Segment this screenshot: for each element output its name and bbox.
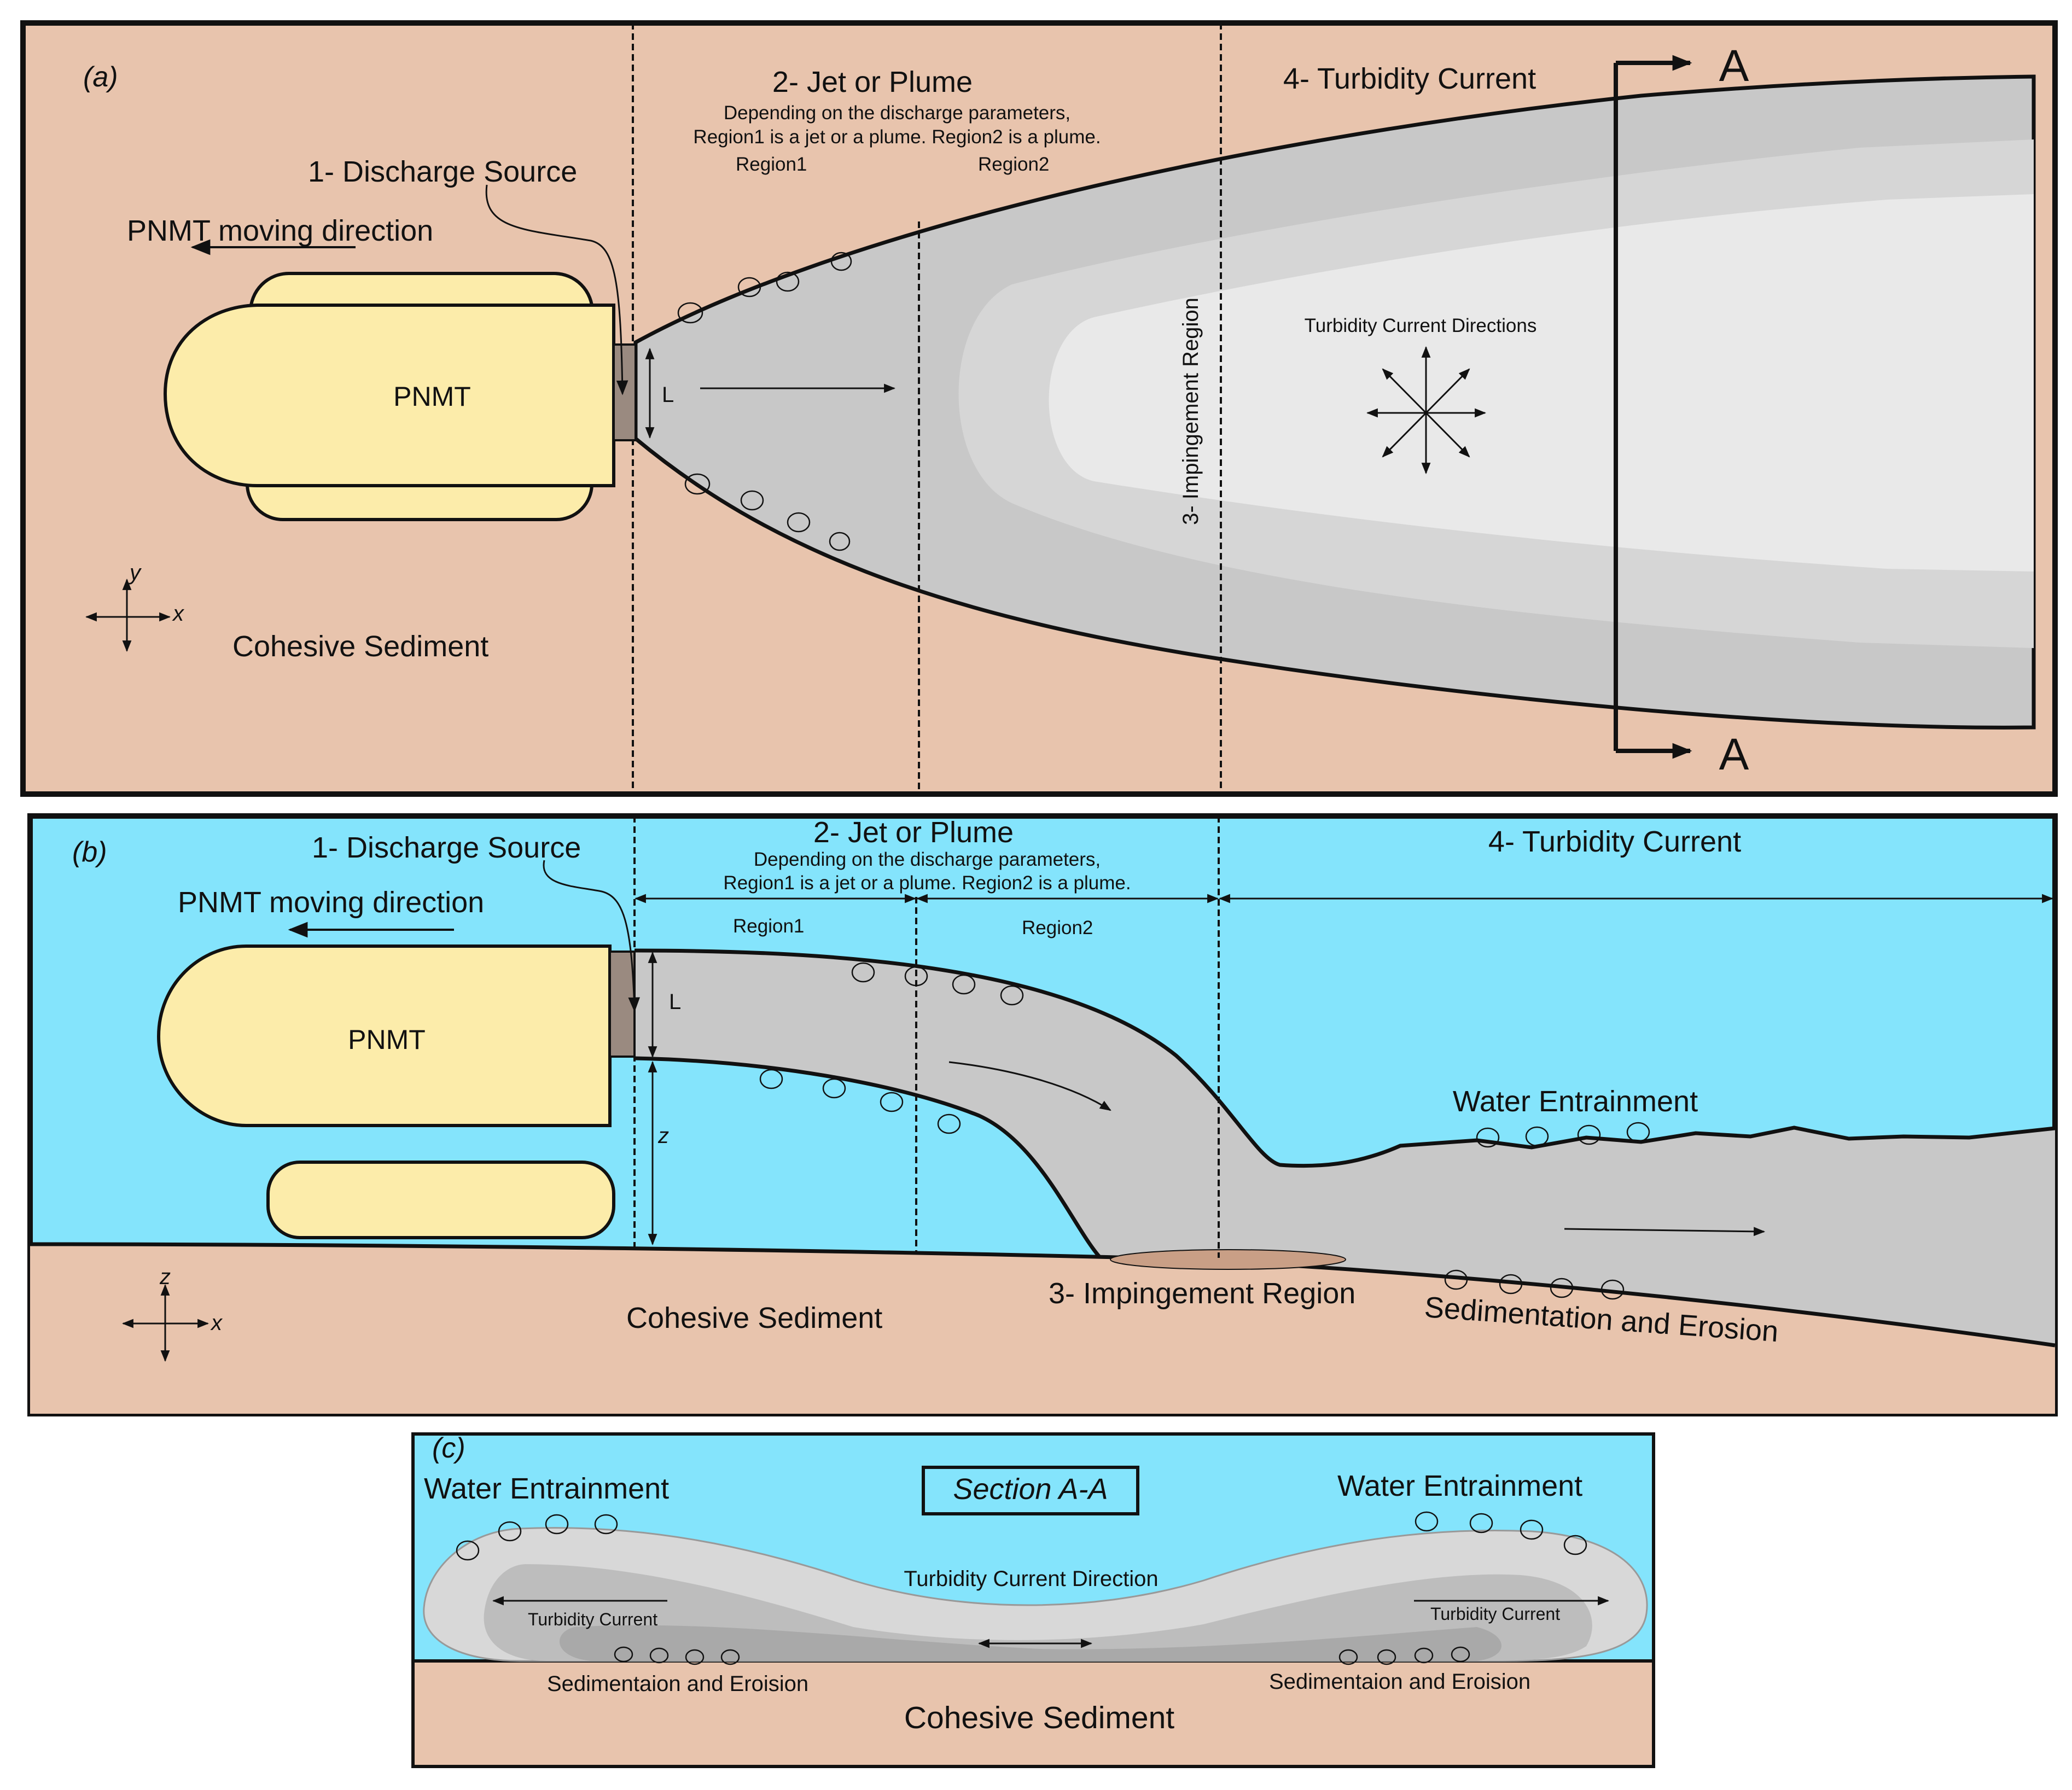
vehicle-body-plan <box>163 304 615 487</box>
panel-a-label: (a) <box>83 61 118 93</box>
eddies-c-top <box>456 1511 1587 1561</box>
section-mark-top: A <box>1719 41 1749 91</box>
jet-description-2-a: Region1 is a jet or a plume. Region2 is … <box>693 126 1101 148</box>
axes-b <box>121 1284 209 1362</box>
turbidity-title-a: 4- Turbidity Current <box>1283 62 1536 95</box>
impingement-deposit <box>1110 1249 1346 1270</box>
plume-side-bottom-edge <box>634 1056 1101 1258</box>
vehicle-label-b: PNMT <box>348 1024 426 1055</box>
sedimentation-right-label-c: Sedimentaion and Eroision <box>1269 1670 1530 1694</box>
length-label-b: L <box>669 990 681 1014</box>
turbidity-title-b: 4- Turbidity Current <box>1488 825 1741 858</box>
panel-b-label: (b) <box>72 836 107 868</box>
panel-a: (a) 1- Discharge Source PNMT moving dire… <box>20 20 2058 797</box>
flow-arrow-b-curve <box>948 1061 1111 1111</box>
plume-side-top-edge <box>634 948 2056 1168</box>
region1-label-a: Region1 <box>736 154 807 175</box>
eddies-b-surface <box>1476 1122 1650 1148</box>
plume-side <box>635 951 2055 1345</box>
region1-label-b: Region1 <box>733 916 804 937</box>
jet-description-1-b: Depending on the discharge parameters, <box>754 849 1101 870</box>
turbidity-directions-label: Turbidity Current Directions <box>1305 315 1537 336</box>
plume-plan-inner <box>1049 194 2034 572</box>
turbidity-directions-star <box>1366 346 1487 475</box>
eddies-b-bed <box>1444 1269 1625 1300</box>
section-current-inner <box>559 1625 1501 1661</box>
vehicle-body-side <box>156 944 612 1127</box>
eddies-b-top <box>851 962 1024 1006</box>
jet-plume-title-b: 2- Jet or Plume <box>813 816 1014 849</box>
discharge-source-label-b: 1- Discharge Source <box>312 831 581 864</box>
sediment-label-b: Cohesive Sediment <box>626 1302 882 1334</box>
axis-x-label-a: x <box>172 602 185 626</box>
water-entrainment-right-c: Water Entrainment <box>1337 1470 1582 1502</box>
panel-c-sediment <box>413 1661 1654 1766</box>
sedimentation-left-label-c: Sedimentaion and Eroision <box>547 1672 808 1696</box>
sediment-label-c: Cohesive Sediment <box>904 1700 1174 1735</box>
jet-description-2-b: Region1 is a jet or a plume. Region2 is … <box>723 872 1131 894</box>
current-direction-label-c: Turbidity Current Direction <box>904 1567 1158 1591</box>
vehicle-track-side <box>266 1161 615 1239</box>
moving-direction-label-b: PNMT moving direction <box>178 886 484 919</box>
panel-c-frame <box>411 1432 1655 1768</box>
height-label-b: z <box>657 1124 669 1148</box>
eddies-a-top <box>677 252 852 324</box>
discharge-leader-b <box>543 860 641 1012</box>
discharge-leader-a <box>485 184 628 395</box>
eddies-c-bed <box>614 1646 1470 1665</box>
current-left-label-c: Turbidity Current <box>528 1610 657 1629</box>
current-right-label-c: Turbidity Current <box>1430 1604 1560 1624</box>
panel-c-label: (c) <box>432 1432 465 1464</box>
jet-description-1-a: Depending on the discharge parameters, <box>724 102 1070 124</box>
axes-a <box>85 578 171 652</box>
region2-label-a: Region2 <box>978 154 1049 175</box>
water-entrainment-left-c: Water Entrainment <box>424 1472 669 1505</box>
nozzle-plan <box>613 343 637 441</box>
discharge-source-label-a: 1- Discharge Source <box>308 155 577 188</box>
panel-b: (b) 1- Discharge Source PNMT moving dire… <box>27 813 2058 1416</box>
eddies-a-bottom <box>684 473 851 551</box>
vehicle-label-a: PNMT <box>393 381 471 412</box>
moving-direction-label-a: PNMT moving direction <box>127 214 433 247</box>
eddies-b-bottom <box>759 1069 961 1134</box>
impingement-label-b: 3- Impingement Region <box>1049 1277 1355 1310</box>
axis-x-label-b: x <box>210 1311 223 1335</box>
nozzle-side <box>609 951 636 1058</box>
region2-label-b: Region2 <box>1022 917 1093 938</box>
water-entrainment-label-b: Water Entrainment <box>1453 1085 1698 1118</box>
impingement-label-a: 3- Impingement Region <box>1179 298 1203 525</box>
axis-z-label-b: z <box>159 1265 171 1289</box>
length-label-a: L <box>662 383 674 407</box>
panel-c: (c) Section A-A Water Entrainment Water … <box>411 1432 1655 1768</box>
axis-y-label-a: y <box>128 561 142 585</box>
section-title-box <box>922 1466 1139 1515</box>
flow-arrow-b-current <box>1564 1227 1766 1237</box>
sediment-label-a: Cohesive Sediment <box>232 630 488 663</box>
jet-plume-title-a: 2- Jet or Plume <box>772 66 973 98</box>
section-mark-bottom: A <box>1719 730 1749 779</box>
section-title: Section A-A <box>953 1473 1108 1506</box>
